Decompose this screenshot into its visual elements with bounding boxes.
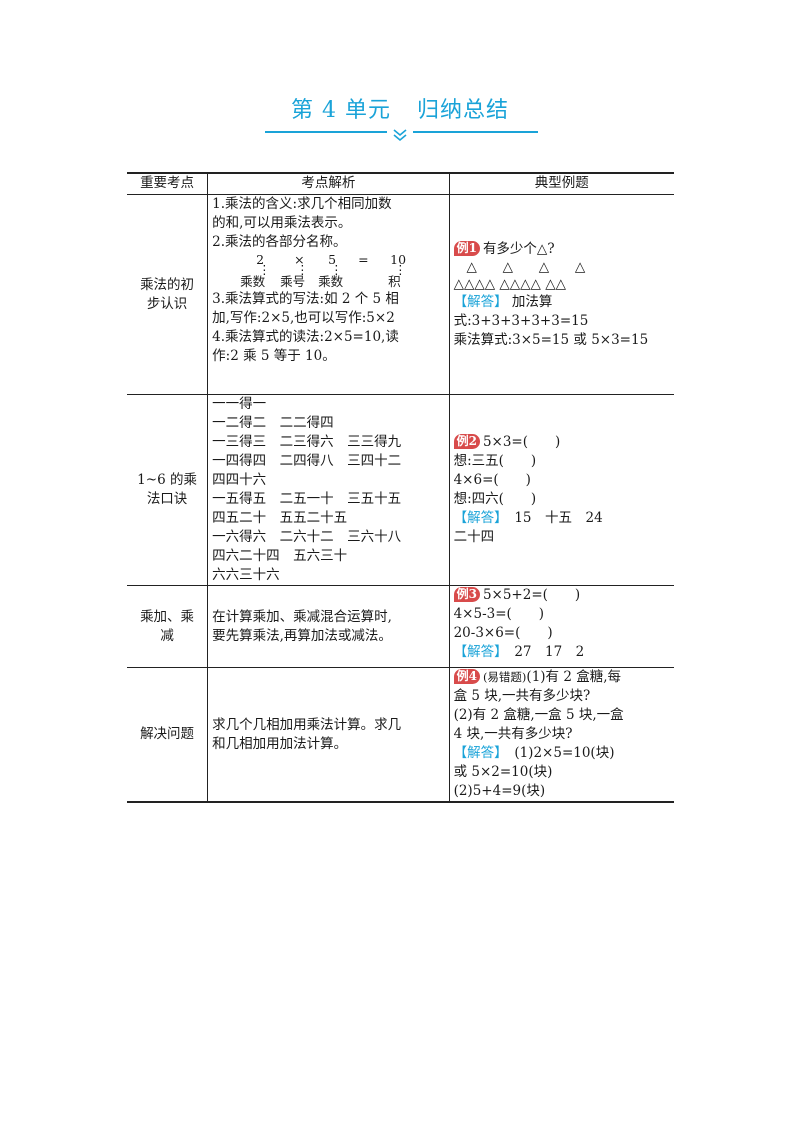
title-summary: 归纳总结 xyxy=(416,98,509,123)
header-topic: 重要考点 xyxy=(127,172,209,195)
analysis-cell: 在计算乘加、乘减混合运算时, 要先算乘法,再算加法或减法。 xyxy=(207,585,450,668)
title-rule-right xyxy=(413,131,538,133)
example-badge: 例4 xyxy=(453,669,480,684)
answer-label: 【解答】 xyxy=(453,293,508,310)
analysis-cell: 求几个几相加用乘法计算。求几 和几相加用加法计算。 xyxy=(207,667,450,803)
header-analysis: 考点解析 xyxy=(207,172,450,195)
example-cell: 例4(易错题)(1)有 2 盒糖,每 盒 5 块,一共有多少块? (2)有 2 … xyxy=(448,667,674,803)
topic-cell: 乘加、乘减 xyxy=(127,585,209,668)
analysis-cell: 一一得一 一二得二 二二得四 一三得三 二三得六 三三得九 一四得四 二四得八 … xyxy=(207,394,450,586)
page-title: 第 4 单元归纳总结 xyxy=(0,92,800,124)
topic-cell: 解决问题 xyxy=(127,667,209,803)
answer-label: 【解答】 xyxy=(453,644,501,660)
analysis-cell: 1.乘法的含义:求几个相同加数 的和,可以用乘法表示。 2.乘法的各部分名称。 … xyxy=(207,194,450,395)
topic-cell: 乘法的初步认识 xyxy=(127,194,209,395)
header-example: 典型例题 xyxy=(448,172,674,195)
answer-label: 【解答】 xyxy=(453,510,501,526)
error-prone-tag: (易错题) xyxy=(482,670,527,684)
answer-label: 【解答】 xyxy=(453,745,501,761)
double-chevron-icon xyxy=(393,129,407,142)
table-row: 解决问题 求几个几相加用乘法计算。求几 和几相加用加法计算。 例4(易错题)(1… xyxy=(127,667,674,803)
table-row: 1~6 的乘法口诀 一一得一 一二得二 二二得四 一三得三 二三得六 三三得九 … xyxy=(127,394,674,586)
topic-cell: 1~6 的乘法口诀 xyxy=(127,394,209,586)
example-badge: 例1 xyxy=(453,240,480,256)
summary-table: 重要考点 考点解析 典型例题 乘法的初步认识 1.乘法的含义:求几个相同加数 的… xyxy=(127,172,674,803)
example-badge: 例2 xyxy=(453,434,480,449)
title-rule-left xyxy=(265,131,387,133)
table-row: 乘法的初步认识 1.乘法的含义:求几个相同加数 的和,可以用乘法表示。 2.乘法… xyxy=(127,194,674,395)
example-badge: 例3 xyxy=(453,587,480,602)
triangle-figure: △ △ △ △ xyxy=(453,258,586,275)
multiplication-parts-diagram: 2 × 5 = 10 ⋮ ⋮ ⋮ ⋮ 乘数 乘号 乘数 积 xyxy=(240,252,407,289)
table-header-row: 重要考点 考点解析 典型例题 xyxy=(127,172,674,195)
title-unit: 第 4 单元 xyxy=(291,98,391,123)
